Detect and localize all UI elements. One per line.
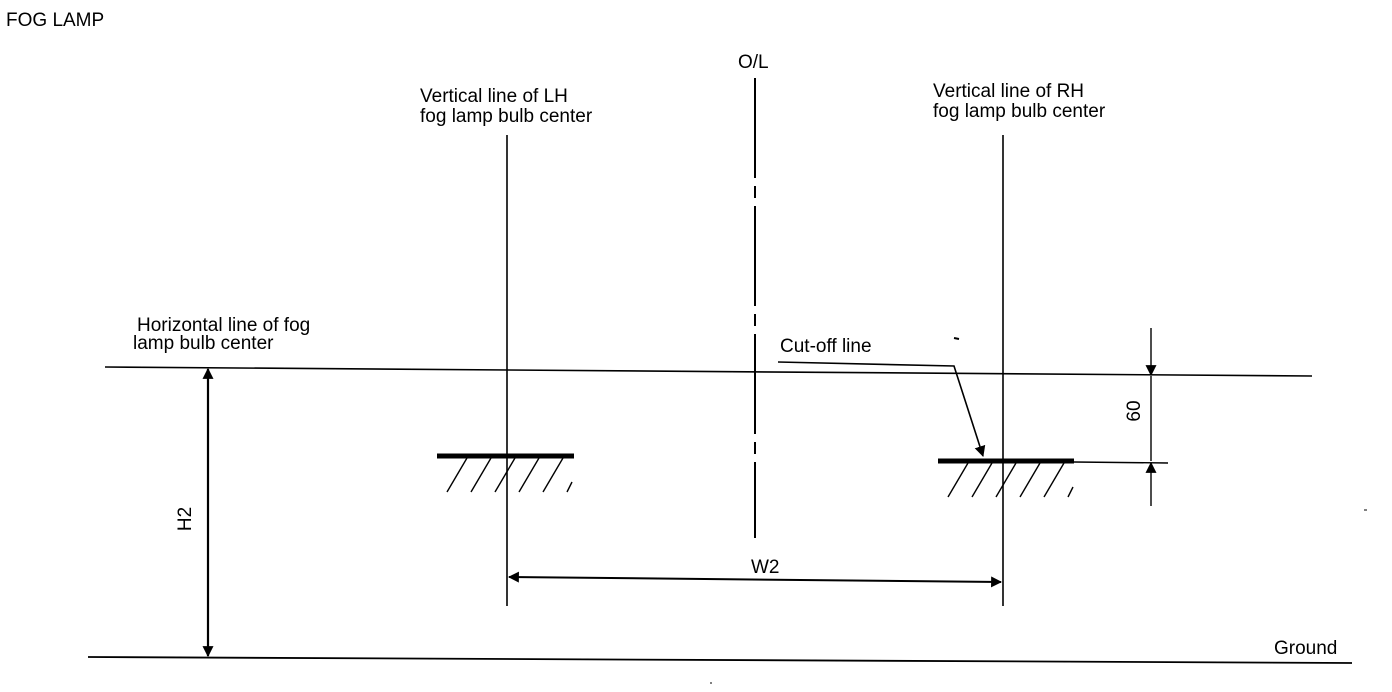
- rh-line-label-2: fog lamp bulb center: [933, 101, 1106, 122]
- rh-line-label-1: Vertical line of RH: [933, 81, 1084, 102]
- bulb-center-horizontal-line: [104, 366, 1313, 377]
- dimension-60: 60: [1073, 328, 1169, 506]
- stray-mark: [953, 337, 960, 340]
- cutoff-leader-arrow: [777, 361, 986, 458]
- ol-label: O/L: [738, 52, 769, 73]
- rh-cutoff-plate: [938, 458, 1074, 498]
- horizontal-line-label-1: Horizontal line of fog: [137, 315, 310, 336]
- cutoff-line-label: Cut-off line: [780, 336, 872, 357]
- dimension-h2: H2: [175, 367, 214, 658]
- dimension-w2-label: W2: [751, 557, 780, 578]
- ground-line: [87, 656, 1353, 664]
- lh-line-label-1: Vertical line of LH: [420, 86, 568, 107]
- lh-cutoff-plate: [437, 453, 574, 493]
- lh-line-label-2: fog lamp bulb center: [420, 106, 593, 127]
- horizontal-line-label-2: lamp bulb center: [133, 333, 274, 354]
- page-title: FOG LAMP: [6, 10, 104, 31]
- dimension-w2: W2: [507, 557, 1003, 588]
- dimension-60-label: 60: [1124, 400, 1145, 421]
- ground-label: Ground: [1274, 638, 1337, 659]
- dimension-h2-label: H2: [175, 507, 196, 531]
